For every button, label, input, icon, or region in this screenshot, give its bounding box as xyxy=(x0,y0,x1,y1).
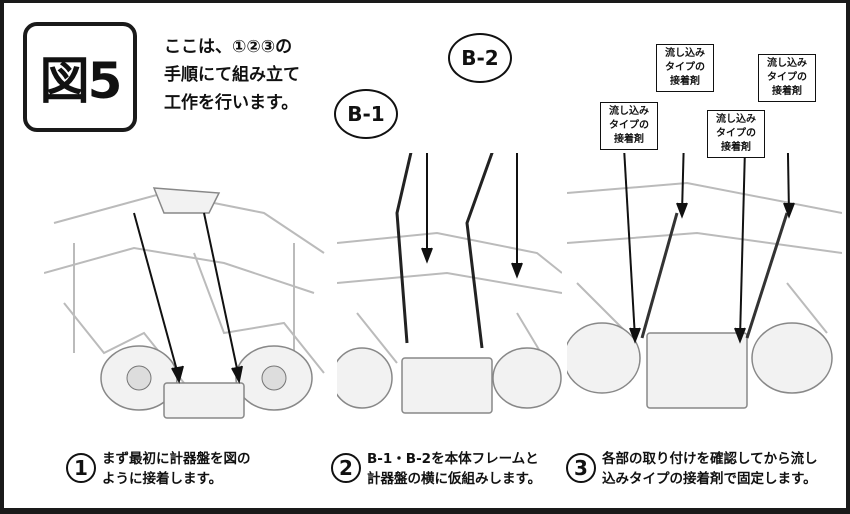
adhesive-callout: 流し込み タイプの 接着剤 xyxy=(600,102,658,150)
illustration-step-3 xyxy=(567,153,842,423)
step-1: 1 まず最初に計器盤を図の ように接着します。 xyxy=(66,449,251,489)
intro-line: ここは、①②③の 手順にて組み立て 工作を行います。 xyxy=(164,37,300,113)
adhesive-callout: 流し込み タイプの 接着剤 xyxy=(707,110,765,158)
step-text: B-1・B-2を本体フレームと 計器盤の横に仮組みします。 xyxy=(367,451,542,487)
callout-text: 流し込み タイプの 接着剤 xyxy=(665,48,705,87)
frame-illustration-3 xyxy=(567,153,842,409)
step-number: 2 xyxy=(331,453,361,483)
illustration-step-2 xyxy=(337,153,562,423)
intro-text: ここは、①②③の 手順にて組み立て 工作を行います。 xyxy=(164,33,334,117)
step-3: 3 各部の取り付けを確認してから流し 込みタイプの接着剤で固定します。 xyxy=(566,449,818,489)
step-number: 3 xyxy=(566,453,596,483)
figure-number-badge: 図5 xyxy=(23,22,137,132)
step-number: 1 xyxy=(66,453,96,483)
step-text: まず最初に計器盤を図の ように接着します。 xyxy=(102,451,251,487)
step-number-text: 1 xyxy=(74,456,88,480)
step-2: 2 B-1・B-2を本体フレームと 計器盤の横に仮組みします。 xyxy=(331,449,541,489)
step-number-text: 3 xyxy=(574,456,588,480)
adhesive-callout: 流し込み タイプの 接着剤 xyxy=(656,44,714,92)
step-text: 各部の取り付けを確認してから流し 込みタイプの接着剤で固定します。 xyxy=(602,451,818,487)
label-b2: B-2 xyxy=(448,33,512,83)
frame-illustration-2 xyxy=(337,153,562,414)
label-b1: B-1 xyxy=(334,89,398,139)
adhesive-callout: 流し込み タイプの 接着剤 xyxy=(758,54,816,102)
callout-text: 流し込み タイプの 接着剤 xyxy=(609,106,649,145)
frame-illustration-1 xyxy=(44,187,325,419)
illustration-step-1 xyxy=(44,153,334,423)
step-number-text: 2 xyxy=(339,456,353,480)
callout-text: 流し込み タイプの 接着剤 xyxy=(767,58,807,97)
callout-text: 流し込み タイプの 接着剤 xyxy=(716,114,756,153)
instruction-page: 図5 ここは、①②③の 手順にて組み立て 工作を行います。 xyxy=(4,3,846,508)
